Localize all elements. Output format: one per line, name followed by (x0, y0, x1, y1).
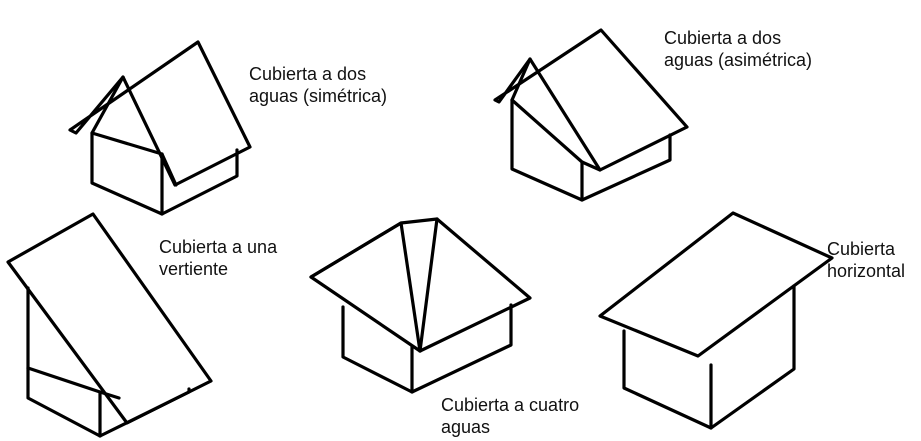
house-shed-drawing (6, 212, 213, 438)
label-gable-symmetric-line1: Cubierta a dos (249, 64, 367, 84)
label-hip-line1: Cubierta a cuatro (441, 395, 580, 415)
label-shed-line2: vertiente (159, 259, 229, 279)
label-shed: Cubierta a una vertiente (159, 236, 277, 280)
label-shed-line1: Cubierta a una (159, 237, 278, 257)
label-gable-asymmetric-line1: Cubierta a dos (664, 28, 782, 48)
house-hip-drawing (309, 217, 532, 394)
house-gable-asymmetric-drawing (493, 28, 689, 202)
label-flat-line1: Cubierta (827, 239, 896, 259)
house-gable-symmetric-drawing (68, 40, 252, 216)
label-flat: Cubierta horizontal (827, 238, 905, 282)
label-hip: Cubierta a cuatro aguas (441, 394, 579, 438)
label-hip-line2: aguas (441, 417, 491, 437)
label-gable-symmetric: Cubierta a dos aguas (simétrica) (249, 63, 387, 107)
label-flat-line2: horizontal (827, 261, 906, 281)
label-gable-symmetric-line2: aguas (simétrica) (249, 86, 388, 106)
label-gable-asymmetric: Cubierta a dos aguas (asimétrica) (664, 27, 812, 71)
label-gable-asymmetric-line2: aguas (asimétrica) (664, 50, 813, 70)
house-flat-drawing (598, 211, 834, 430)
